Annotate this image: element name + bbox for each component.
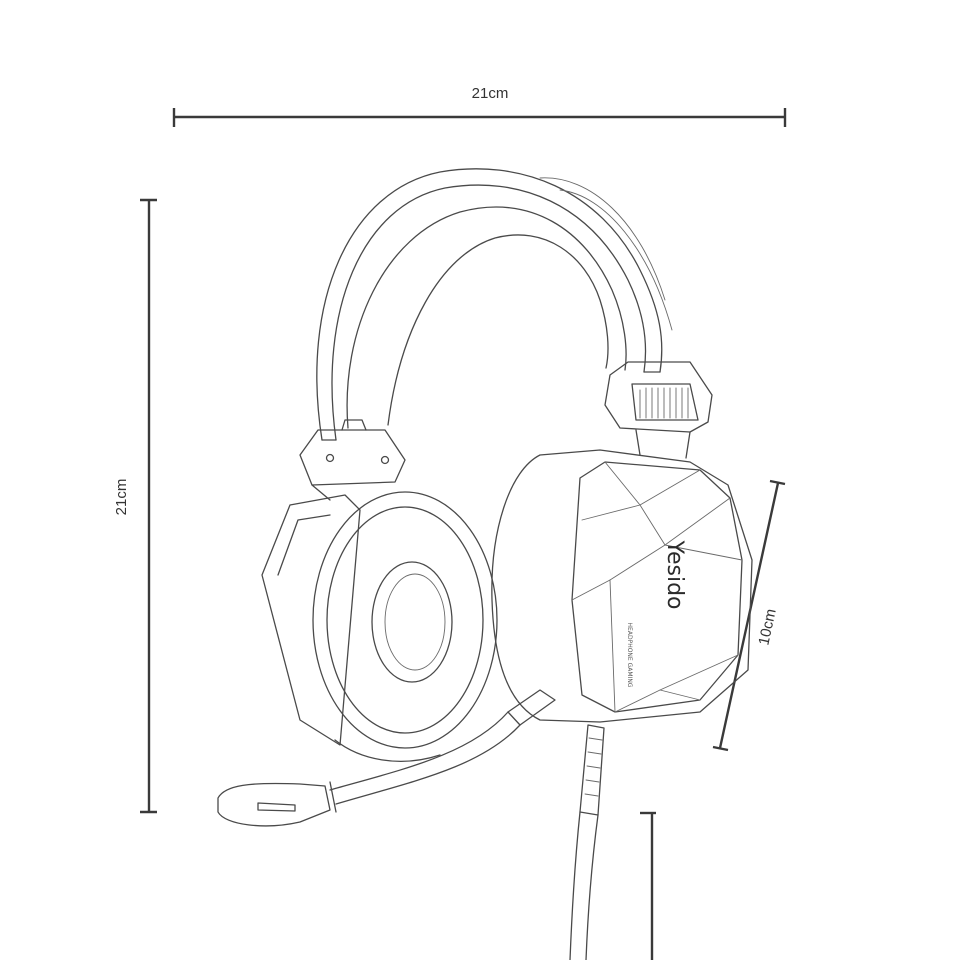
- headband: [316, 168, 673, 441]
- height-dimension: 21cm: [113, 198, 157, 814]
- width-dimension: 21cm: [172, 85, 787, 127]
- right-yoke: [604, 361, 713, 459]
- brand-logo: Yesido: [662, 539, 687, 609]
- cable: [569, 724, 605, 960]
- cable-dimension-line: [640, 811, 656, 960]
- right-earcup: Yesido HEADPHONE GAMING: [491, 449, 753, 723]
- earcup-label: 10cm: [755, 607, 779, 646]
- microphone-boom: [217, 689, 556, 827]
- width-label: 21cm: [472, 85, 509, 102]
- model-text: HEADPHONE GAMING: [626, 623, 633, 688]
- left-yoke: [299, 419, 406, 501]
- left-earcup: [261, 491, 498, 762]
- earcup-dimension: 10cm: [712, 479, 786, 752]
- height-label: 21cm: [113, 479, 130, 516]
- yoke-grille: [639, 387, 689, 419]
